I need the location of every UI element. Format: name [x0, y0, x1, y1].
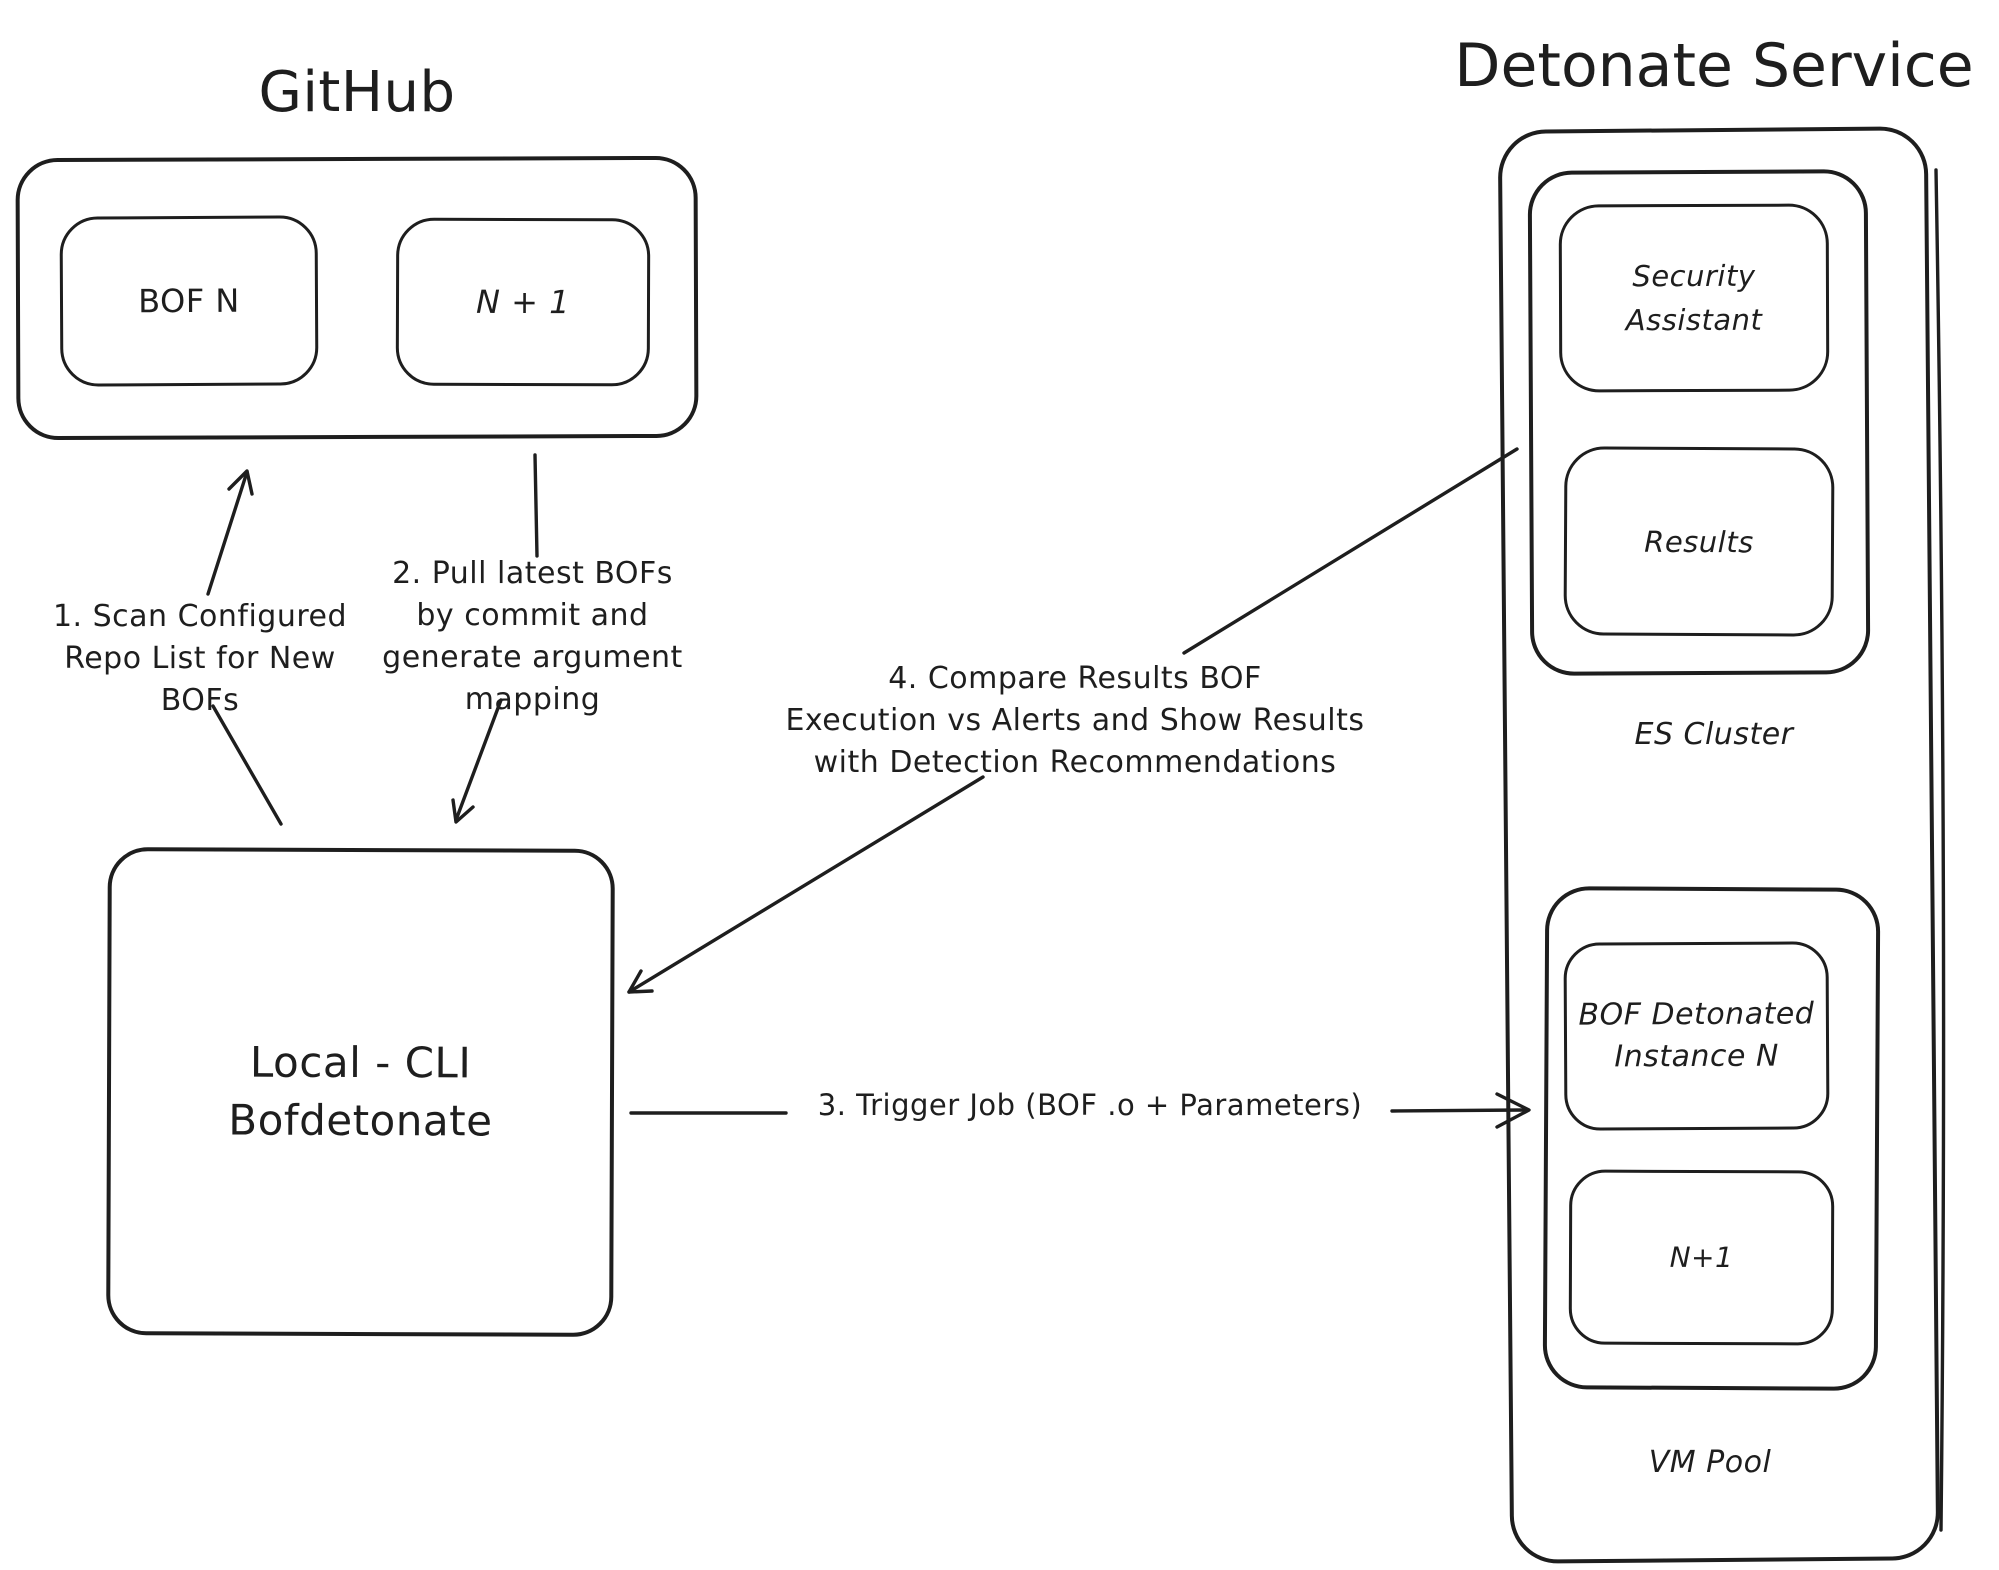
local-cli-box: Local - CLI Bofdetonate: [106, 847, 615, 1337]
bof-n-label: BOF N: [138, 281, 240, 321]
bof-detonated-label-line1: BOF Detonated: [1578, 996, 1815, 1033]
n-plus-one-label: N + 1: [475, 282, 571, 322]
arrow-scan-repos: [206, 469, 283, 826]
results-box: Results: [1563, 446, 1835, 637]
local-cli-label-line2: Bofdetonate: [228, 1095, 493, 1146]
github-title: GitHub: [258, 60, 456, 125]
vm-n-plus-one-box: N+1: [1568, 1169, 1835, 1346]
security-assistant-label-line2: Assistant: [1625, 302, 1763, 338]
es-cluster-label: ES Cluster: [1634, 717, 1794, 752]
vm-n-plus-one-label: N+1: [1669, 1240, 1734, 1275]
detonate-service-title: Detonate Service: [1454, 31, 1974, 101]
bof-detonated-box: BOF Detonated Instance N: [1563, 941, 1830, 1131]
security-assistant-box: Security Assistant: [1558, 203, 1830, 393]
results-label: Results: [1644, 524, 1754, 559]
step2-label: 2. Pull latest BOFs by commit and genera…: [382, 556, 683, 717]
n-plus-one-box: N + 1: [395, 217, 651, 387]
arrow-trigger-job: [629, 1092, 1531, 1129]
bof-detonated-label-line2: Instance N: [1614, 1038, 1779, 1075]
vm-pool-label: VM Pool: [1648, 1445, 1772, 1480]
local-cli-label-line1: Local - CLI: [249, 1037, 472, 1088]
security-assistant-label-line1: Security: [1632, 258, 1756, 294]
step4-label: 4. Compare Results BOF Execution vs Aler…: [785, 661, 1365, 780]
sketch-double-stroke: [1934, 168, 1946, 1532]
bof-n-box: BOF N: [59, 215, 319, 387]
arrow-compare-results: [627, 447, 1519, 994]
step1-label: 1. Scan Configured Repo List for New BOF…: [52, 599, 348, 718]
step3-label: 3. Trigger Job (BOF .o + Parameters): [817, 1088, 1363, 1122]
arrow-pull-bofs: [451, 453, 539, 824]
